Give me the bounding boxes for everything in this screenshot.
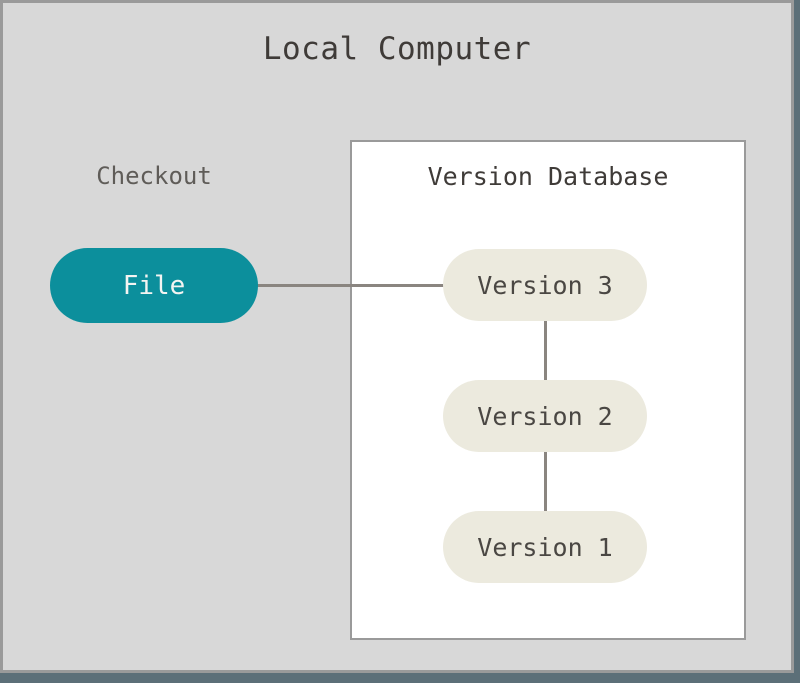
version-3-node[interactable]: Version 3 — [443, 249, 647, 321]
version-1-node[interactable]: Version 1 — [443, 511, 647, 583]
frame-shadow-right — [794, 0, 800, 683]
connector-version-2-to-version-1 — [544, 449, 547, 514]
file-node[interactable]: File — [50, 248, 258, 323]
connector-version-3-to-version-2 — [544, 318, 547, 384]
frame-shadow-bottom — [0, 673, 800, 683]
page-title: Local Computer — [262, 31, 532, 67]
version-database-label: Version Database — [427, 162, 669, 191]
version-2-node[interactable]: Version 2 — [443, 380, 647, 452]
checkout-section-label: Checkout — [96, 162, 212, 190]
connector-file-to-version-3 — [256, 284, 450, 287]
